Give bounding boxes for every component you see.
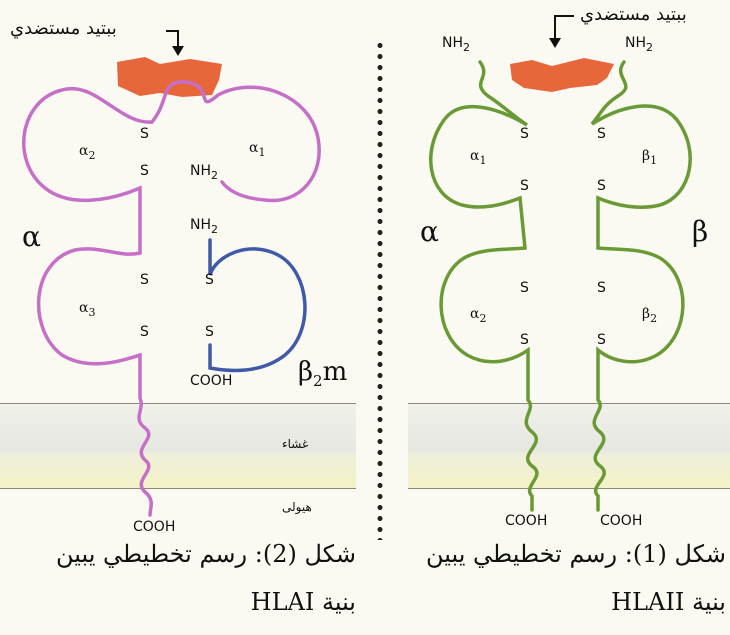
hla1-structure-diagram	[22, 30, 321, 517]
figure2-caption-line1: شكل (2): رسم تخطيطي يبين	[55, 540, 356, 568]
peptide-label-fig1: ببتيد مستضدي	[580, 4, 687, 25]
nh2-label-beta2m: NH2	[190, 217, 218, 236]
figure-1-hla2-panel: ببتيد مستضدي NH2 NH2 α β α1 β1 α2 β2 S S…	[392, 0, 730, 635]
beta-chain-hla2	[590, 60, 692, 512]
beta2m-chain	[208, 238, 307, 373]
figure2-caption-line2: بنية HLAI	[250, 588, 356, 616]
domain-alpha1-label: α1	[470, 148, 487, 167]
cooh-label-alpha-fig2: COOH	[133, 519, 176, 535]
disulfide-s-label: S	[520, 332, 529, 348]
dotted-divider	[376, 40, 384, 540]
disulfide-s-label: S	[520, 178, 529, 194]
cytoplasm-label: هيولى	[282, 500, 312, 514]
figure1-caption-line1: شكل (1): رسم تخطيطي يبين	[425, 540, 726, 568]
alpha-chain-label-hla2: α	[420, 215, 439, 248]
nh2-label-beta-n-terminus: NH2	[625, 35, 653, 54]
cooh-label-beta2m: COOH	[190, 373, 233, 389]
peptide-arrow-icon	[166, 30, 179, 52]
peptide-arrow-icon	[554, 15, 574, 43]
alpha-chain-hla2	[429, 60, 539, 512]
domain-beta1-label: β1	[642, 148, 658, 167]
alpha-chain-label-fig2: α	[22, 220, 41, 253]
disulfide-s-label: S	[205, 272, 214, 288]
disulfide-s-label: S	[140, 126, 149, 142]
figure-2-hla1-panel: ببتيد مستضدي α α2 α1 α3 S S S S S S NH2 …	[0, 18, 356, 616]
disulfide-s-label: S	[520, 280, 529, 296]
domain-alpha2-label-fig2: α2	[79, 143, 96, 162]
domain-alpha3-label-fig2: α3	[79, 300, 96, 319]
beta-chain-label-hla2: β	[692, 215, 709, 248]
alpha-chain-fig2	[22, 86, 154, 517]
disulfide-s-label: S	[597, 126, 606, 142]
nh2-label-alpha1: NH2	[190, 163, 218, 182]
disulfide-s-label: S	[140, 272, 149, 288]
hla2-structure-diagram	[429, 15, 692, 512]
disulfide-s-label: S	[520, 126, 529, 142]
membrane-label: غشاء	[282, 437, 309, 451]
disulfide-s-label: S	[140, 163, 149, 179]
antigen-peptide-shape	[510, 58, 614, 92]
cell-membrane-band	[0, 403, 356, 489]
disulfide-s-label: S	[205, 324, 214, 340]
cooh-label-alpha-hla2: COOH	[505, 513, 548, 529]
domain-beta2-label: β2	[642, 306, 658, 325]
cooh-label-beta-hla2: COOH	[600, 513, 643, 529]
domain-alpha2-label: α2	[470, 306, 487, 325]
nh2-label-alpha-n-terminus: NH2	[442, 35, 470, 54]
cell-membrane-band	[408, 403, 730, 489]
peptide-label-fig2: ببتيد مستضدي	[10, 18, 117, 39]
beta2m-label: β2m	[298, 357, 348, 391]
domain-alpha1-label-fig2: α1	[249, 140, 266, 159]
antigen-peptide-shape	[117, 57, 222, 97]
disulfide-s-label: S	[140, 324, 149, 340]
alpha1-domain-fig2	[150, 80, 321, 203]
disulfide-s-label: S	[597, 178, 606, 194]
figure1-caption-line2: بنية HLAII	[611, 588, 726, 616]
disulfide-s-label: S	[597, 280, 606, 296]
disulfide-s-label: S	[597, 332, 606, 348]
